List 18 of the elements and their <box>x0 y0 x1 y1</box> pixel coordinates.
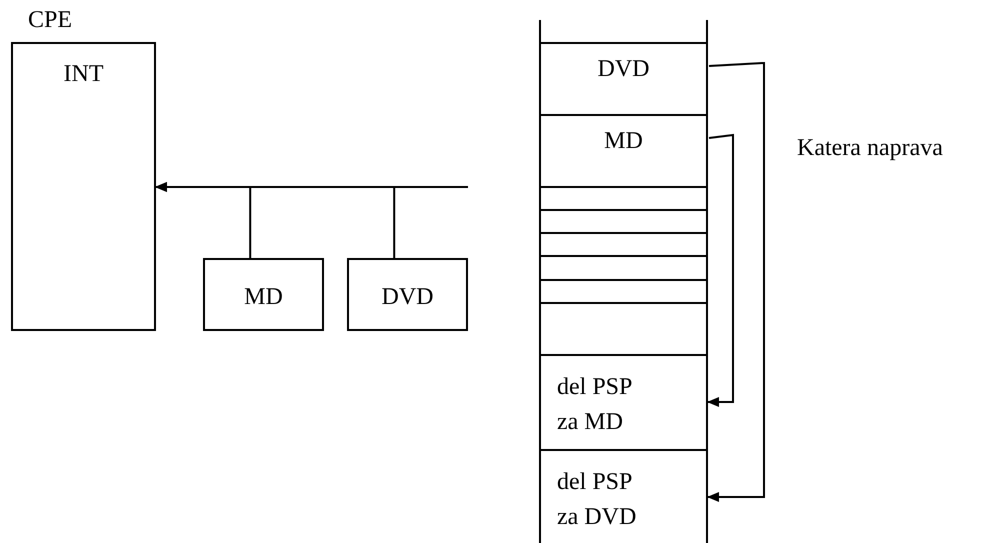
memory-cell <box>539 186 708 211</box>
box-heading: CPE <box>28 6 72 35</box>
memory-cell: DVD <box>539 42 708 116</box>
device-box: MD <box>203 258 324 331</box>
memory-cell <box>539 209 708 234</box>
memory-cell <box>539 302 708 356</box>
arrow <box>707 134 734 407</box>
arrow <box>707 62 765 502</box>
note-text: Katera naprava <box>797 134 943 163</box>
memory-cell <box>539 232 708 257</box>
memory-cell <box>539 255 708 281</box>
memory-cell: MD <box>539 114 708 188</box>
arrow <box>155 182 396 258</box>
memory-cell: del PSP za DVD <box>539 449 708 543</box>
device-box: DVD <box>347 258 468 331</box>
memory-cell: del PSP za MD <box>539 354 708 451</box>
box-label: INT <box>62 60 104 89</box>
memory-cell <box>539 279 708 304</box>
